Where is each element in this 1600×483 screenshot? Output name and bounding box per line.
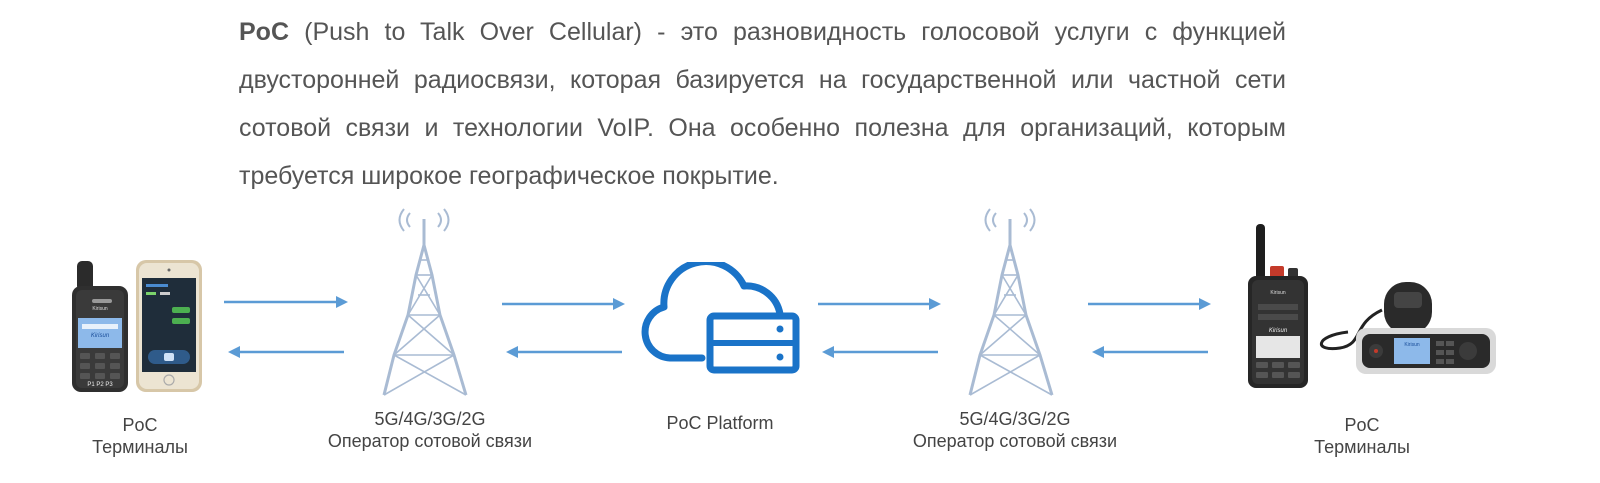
left-terminals-label-line2: Терминалы [80, 436, 200, 458]
left-terminals-label: PoC Терминалы [80, 414, 200, 458]
poc-platform-image [640, 262, 805, 377]
left-terminals-image: Kirisun Kirisun P1 P2 P3 [66, 252, 206, 398]
svg-text:P1 P2 P3: P1 P2 P3 [87, 382, 113, 388]
right-terminals-label: PoC Терминалы [1302, 414, 1422, 458]
arrows-left-to-tower [220, 290, 355, 362]
tower-left [380, 205, 470, 401]
arrows-platform-to-tower [814, 290, 949, 362]
right-terminals-label-line1: PoC [1302, 414, 1422, 436]
intro-text: (Push to Talk Over Cellular) - это разно… [239, 18, 1286, 190]
arrow-right-4-head [1199, 298, 1211, 310]
svg-text:Kirisun: Kirisun [1269, 328, 1288, 334]
tower-left-label: 5G/4G/3G/2G Оператор сотовой связи [310, 408, 550, 452]
arrow-left-1-head [228, 346, 240, 358]
arrow-left-3-head [822, 346, 834, 358]
svg-text:Kirisun: Kirisun [1270, 290, 1286, 296]
cloud-server-icon [640, 262, 805, 377]
right-devices-icon: Kirisun Kirisun Kirisun [1244, 222, 1500, 392]
cell-tower-icon [966, 205, 1056, 401]
tower-right [966, 205, 1056, 401]
right-terminals-image: Kirisun Kirisun Kirisun [1244, 222, 1500, 392]
arrows-tower-to-platform [498, 290, 633, 362]
tower-left-label-line1: 5G/4G/3G/2G [310, 408, 550, 430]
arrow-left-4-head [1092, 346, 1104, 358]
svg-text:Kirisun: Kirisun [92, 306, 108, 312]
right-terminals-label-line2: Терминалы [1302, 436, 1422, 458]
tower-left-label-line2: Оператор сотовой связи [310, 430, 550, 452]
arrow-right-1-head [336, 296, 348, 308]
arrow-left-2-head [506, 346, 518, 358]
left-devices-icon: Kirisun Kirisun P1 P2 P3 [66, 252, 206, 398]
arrow-right-2-head [613, 298, 625, 310]
intro-term: PoC [239, 18, 289, 46]
svg-text:Kirisun: Kirisun [1404, 342, 1420, 348]
cell-tower-icon [380, 205, 470, 401]
intro-paragraph: PoC (Push to Talk Over Cellular) - это р… [239, 8, 1286, 200]
poc-platform-label: PoC Platform [640, 412, 800, 434]
tower-right-label-line1: 5G/4G/3G/2G [895, 408, 1135, 430]
tower-right-label: 5G/4G/3G/2G Оператор сотовой связи [895, 408, 1135, 452]
left-terminals-label-line1: PoC [80, 414, 200, 436]
arrow-right-3-head [929, 298, 941, 310]
svg-text:Kirisun: Kirisun [91, 333, 110, 339]
arrows-tower-to-right-terminals [1084, 290, 1219, 362]
tower-right-label-line2: Оператор сотовой связи [895, 430, 1135, 452]
